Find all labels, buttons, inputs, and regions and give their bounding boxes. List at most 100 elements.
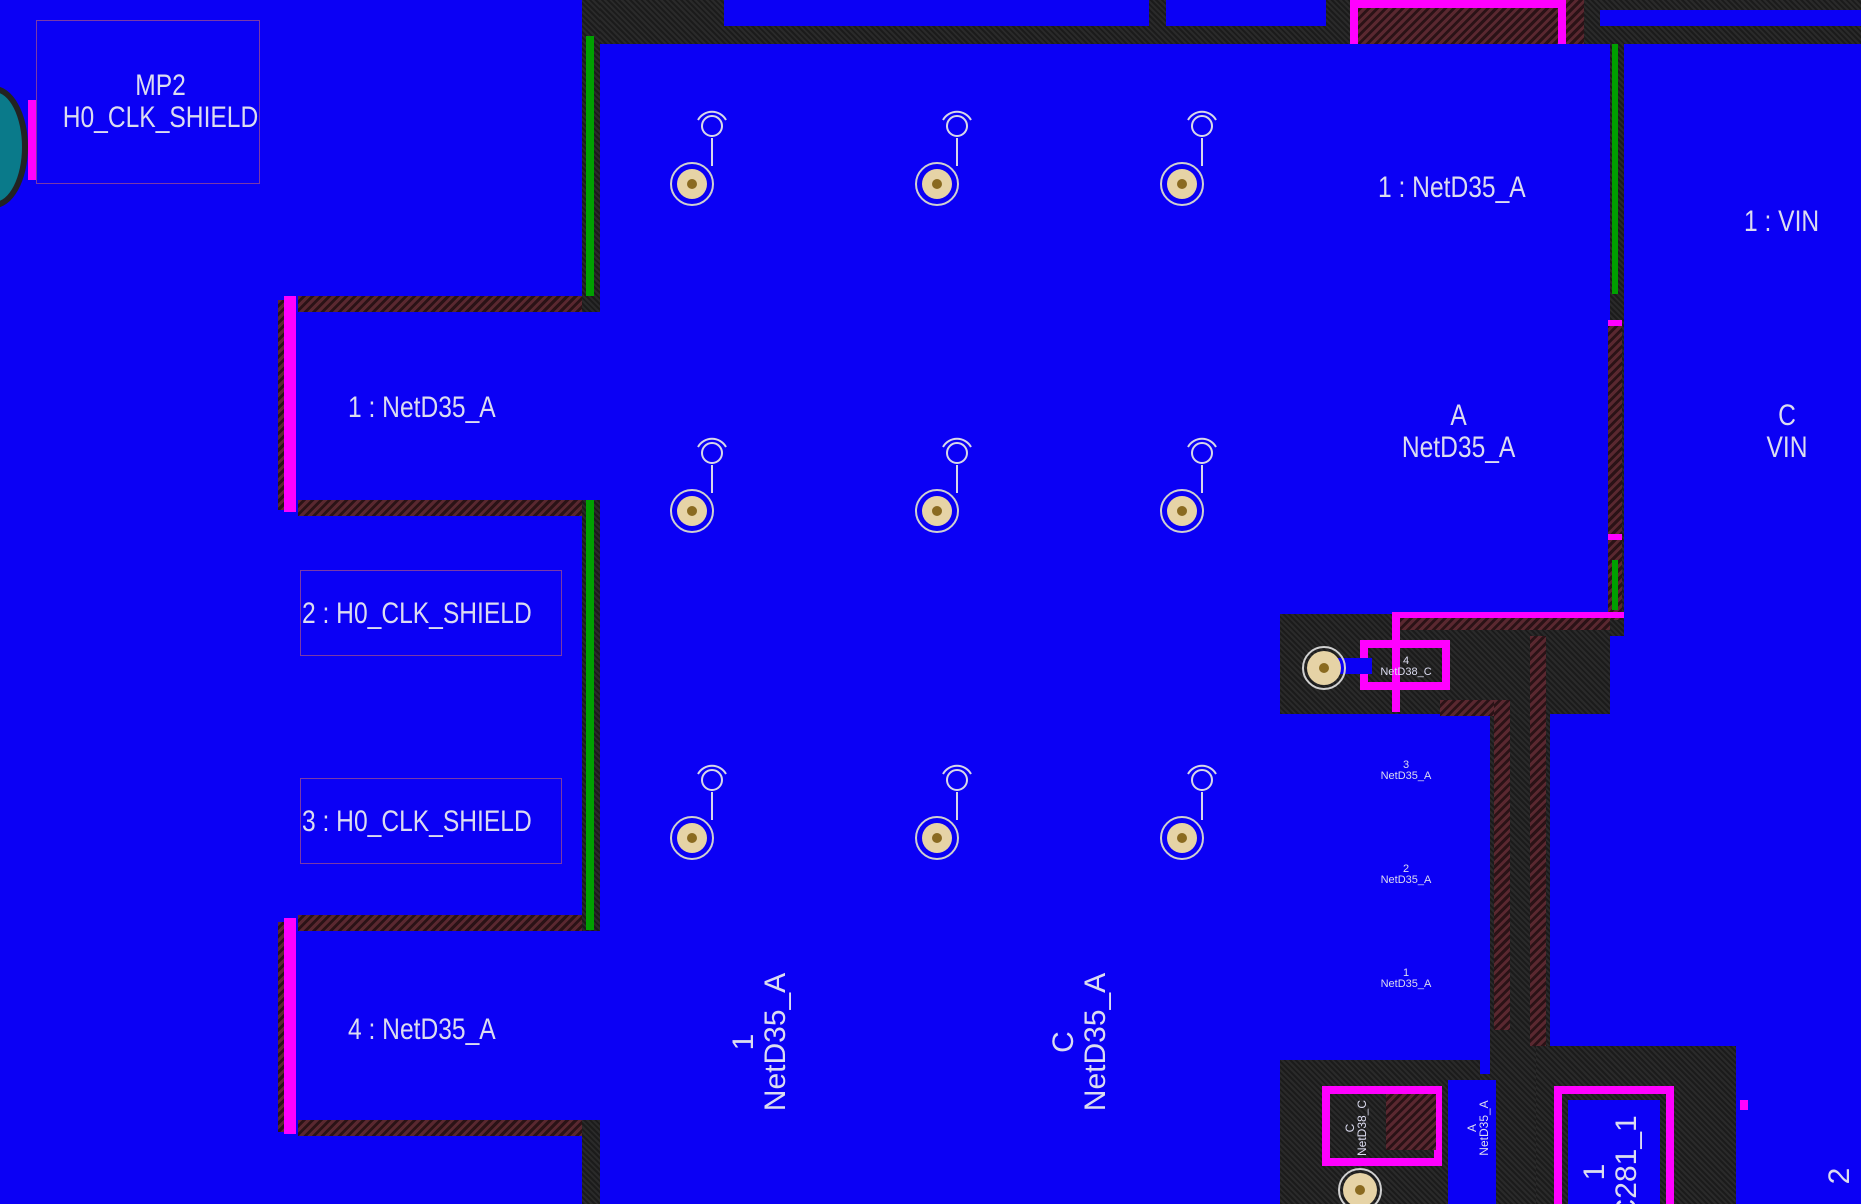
thermal-mark — [697, 437, 727, 493]
pin-a-pin: A — [1450, 399, 1467, 432]
small-label-pad1: 1 NetD35_A — [1366, 968, 1446, 990]
keepout-hatch — [278, 300, 288, 510]
copper-bridge — [580, 312, 620, 500]
pad-edge-mark — [1740, 1100, 1748, 1110]
keepout-hatch — [1440, 700, 1510, 716]
pad-1-copper — [298, 312, 600, 500]
via[interactable] — [1160, 489, 1204, 533]
vertical-label-1: 1 NetD35_A — [727, 962, 792, 1122]
keepout-hatch — [1530, 636, 1546, 1046]
pad3-net: NetD35_A — [1380, 770, 1432, 782]
vertical-label-1-pin: 1 — [727, 1033, 760, 1051]
small-a-net: NetD35_A — [1477, 1100, 1491, 1156]
copper-pour-center — [600, 44, 1610, 614]
thermal-mark — [697, 764, 727, 820]
pad-c281[interactable] — [1554, 1086, 1674, 1204]
pad-vin-label: 1 : VIN — [1744, 205, 1820, 238]
pad2-pin: 2 — [1402, 863, 1410, 875]
keepout-hatch — [298, 500, 600, 516]
copper-top-strip — [1166, 0, 1326, 26]
thermal-mark — [1187, 764, 1217, 820]
copper-pad-a — [1448, 1080, 1496, 1204]
pad-edge-mark — [28, 100, 36, 180]
trace-segment — [1612, 560, 1618, 610]
pad-c[interactable] — [1322, 1086, 1442, 1166]
pad1-pin: 1 — [1402, 967, 1410, 979]
via[interactable] — [915, 489, 959, 533]
via[interactable] — [670, 162, 714, 206]
pin-c-label: C VIN — [1746, 400, 1828, 464]
trace-segment — [586, 36, 594, 296]
copper-pour-center-strip — [1280, 714, 1490, 1074]
pin-a-label: A NetD35_A — [1352, 400, 1565, 464]
via[interactable] — [1160, 162, 1204, 206]
small-vertical-label-c: C NetD38_C — [1343, 1088, 1369, 1168]
trace-segment — [586, 500, 594, 930]
small-vertical-label-a: A NetD35_A — [1465, 1088, 1491, 1168]
pad-right-label: 1 : NetD35_A — [1378, 171, 1526, 204]
thermal-mark — [697, 110, 727, 166]
c281-net: tC281_1 — [1610, 1115, 1643, 1204]
keepout-hatch — [278, 922, 288, 1132]
pad3-pin: 3 — [1402, 759, 1410, 771]
edge-pin-label: 2 — [1823, 1167, 1856, 1185]
pad-4-copper — [298, 931, 600, 1120]
pad-1-label: 1 : NetD35_A — [348, 391, 496, 424]
pad1-net: NetD35_A — [1380, 978, 1432, 990]
small-label-pad3: 3 NetD35_A — [1366, 760, 1446, 782]
pin-c-pin: C — [1778, 399, 1796, 432]
pad-outline — [300, 778, 562, 864]
keepout-hatch — [1608, 320, 1622, 620]
small-label-pad2: 2 NetD35_A — [1366, 864, 1446, 886]
copper-pour-right-bottom — [1750, 1040, 1861, 1204]
copper-bridge — [580, 931, 620, 1120]
trace-segment — [1612, 44, 1618, 294]
pad-3-label: 3 : H0_CLK_SHIELD — [302, 805, 532, 838]
copper-top-strip — [1600, 10, 1861, 26]
copper-top-strip — [724, 0, 1149, 26]
thermal-mark — [942, 764, 972, 820]
component-outline — [36, 20, 260, 184]
net-text: H0_CLK_SHIELD — [62, 101, 259, 134]
vertical-label-2-net: NetD35_A — [1079, 972, 1112, 1112]
via[interactable] — [670, 489, 714, 533]
small-c-net: NetD38_C — [1355, 1099, 1369, 1157]
keepout-hatch — [1392, 614, 1610, 630]
thermal-mark — [1187, 110, 1217, 166]
pad-edge-mark — [1392, 612, 1624, 618]
vertical-label-1-net: NetD35_A — [759, 972, 792, 1112]
small-label-pad4: 4 NetD38_C — [1366, 656, 1446, 678]
ref-text: MP2 — [135, 69, 186, 102]
pad4-pin: 4 — [1402, 655, 1410, 667]
via[interactable] — [1160, 816, 1204, 860]
pad-edge-mark — [1350, 0, 1358, 44]
via[interactable] — [915, 162, 959, 206]
pad4-net: NetD38_C — [1380, 666, 1432, 678]
via[interactable] — [915, 816, 959, 860]
thermal-mark — [942, 437, 972, 493]
pin-c-net: VIN — [1766, 431, 1808, 464]
via[interactable] — [670, 816, 714, 860]
keepout-hatch — [298, 296, 600, 312]
via[interactable] — [1338, 1168, 1382, 1204]
copper-pour-center-lower — [600, 614, 1280, 1204]
pad-edge-mark — [1392, 612, 1400, 712]
keepout-hatch — [298, 1120, 600, 1136]
thermal-mark — [942, 110, 972, 166]
keepout-hatch — [1494, 700, 1510, 1030]
pad2-net: NetD35_A — [1380, 874, 1432, 886]
pin-a-net: NetD35_A — [1401, 431, 1516, 464]
component-ref-label: MP2 H0_CLK_SHIELD — [58, 70, 263, 134]
vertical-label-c281: 1 tC281_1 — [1578, 1097, 1643, 1204]
pad-edge-mark — [1350, 0, 1566, 8]
copper-pour-right — [1624, 44, 1861, 1204]
pad-edge-mark — [1608, 320, 1622, 326]
via[interactable] — [1302, 646, 1346, 690]
keepout-hatch — [1386, 1094, 1436, 1150]
vertical-label-2-pin: C — [1047, 1031, 1080, 1053]
pad-outline — [300, 570, 562, 656]
vertical-label-2: C NetD35_A — [1047, 962, 1112, 1122]
pad-4-label: 4 : NetD35_A — [348, 1013, 496, 1046]
